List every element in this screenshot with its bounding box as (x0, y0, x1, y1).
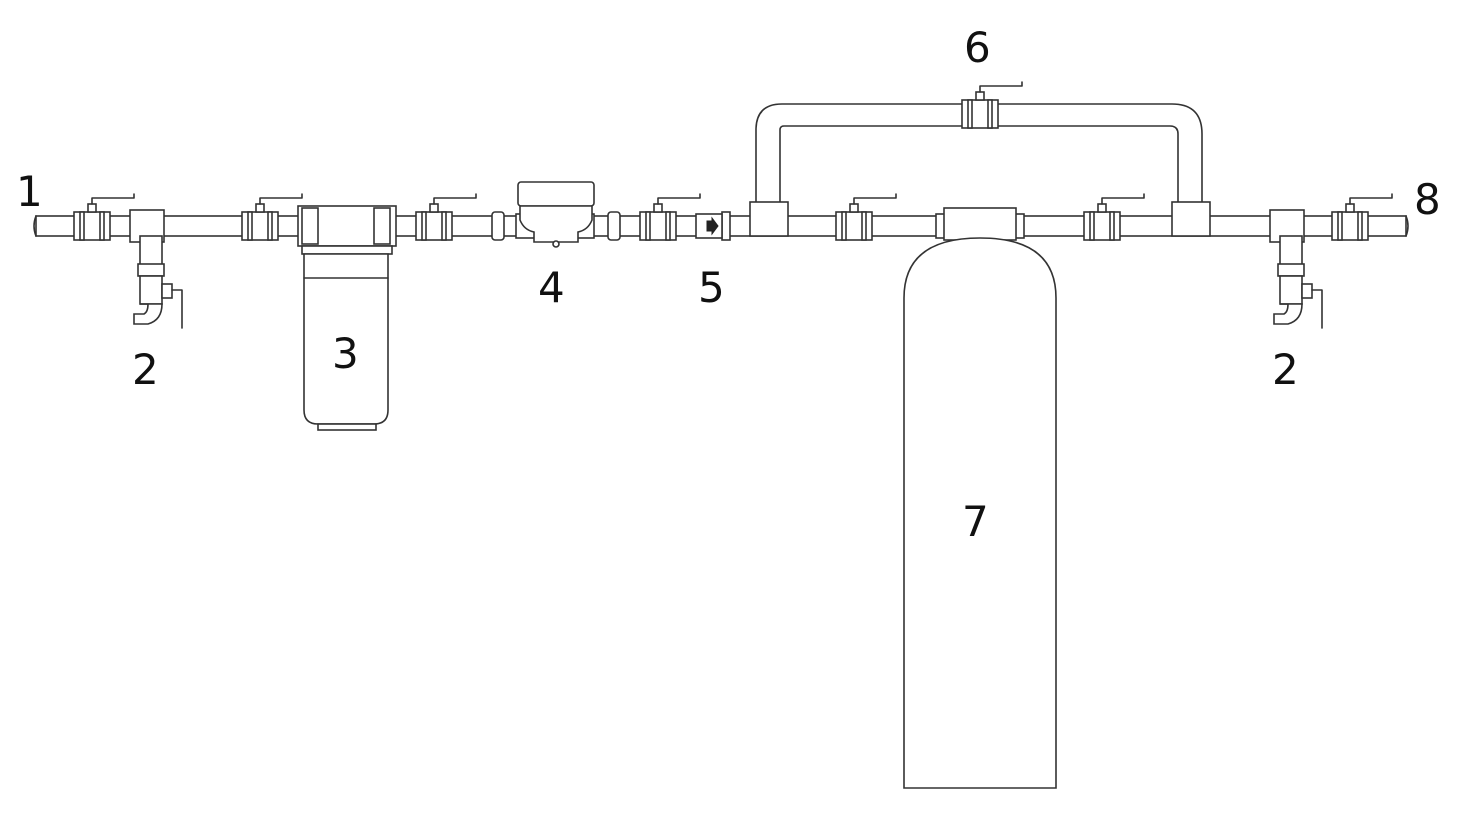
ball-valve-1 (73, 193, 135, 241)
ball-valve-3 (415, 193, 477, 241)
label-bypass-valve: 6 (964, 23, 991, 72)
label-tank: 7 (962, 497, 989, 546)
label-inlet: 1 (16, 167, 43, 216)
label-drain-left: 2 (132, 345, 159, 394)
drain-assembly-left (129, 209, 183, 329)
ball-valve-5 (835, 193, 897, 241)
bypass-loop (749, 81, 1211, 237)
drain-assembly-right (1269, 209, 1323, 329)
coupling (491, 211, 505, 241)
check-valve (695, 213, 723, 239)
ball-valve-6 (1083, 193, 1145, 241)
ball-valve-2 (241, 193, 303, 241)
coupling (721, 211, 731, 241)
label-outlet: 8 (1414, 175, 1441, 224)
ball-valve-7 (1331, 193, 1393, 241)
water-meter (515, 181, 595, 248)
coupling (607, 211, 621, 241)
filter-housing (297, 205, 397, 431)
label-drain-right: 2 (1272, 345, 1299, 394)
filter-tank (903, 207, 1057, 789)
ball-valve-4 (639, 193, 701, 241)
label-check-valve: 5 (698, 263, 725, 312)
label-meter: 4 (538, 263, 565, 312)
label-filter: 3 (332, 329, 359, 378)
